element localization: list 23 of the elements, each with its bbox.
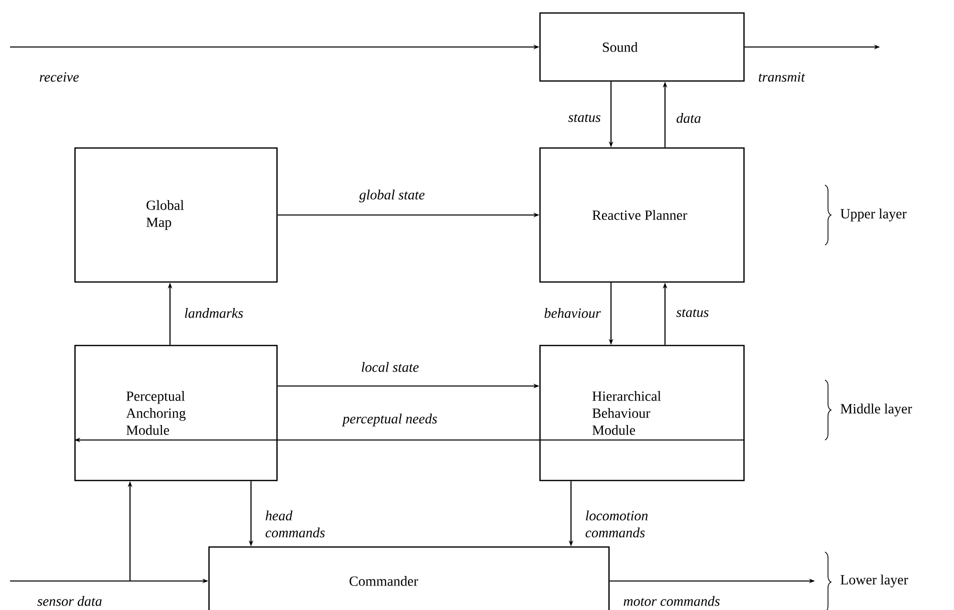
edge-label: receive — [40, 72, 79, 82]
process-box: Perceptual Anchoring Module — [74, 344, 278, 482]
edge-label: transmit — [758, 72, 806, 82]
process-box: Reactive Planner — [539, 147, 745, 283]
layer-label: Lower layer — [840, 574, 908, 588]
edge-label: status — [676, 308, 708, 317]
edge-label: motor commands — [624, 596, 720, 606]
edge-label: data — [676, 113, 701, 123]
edge-label: sensor data — [37, 596, 102, 606]
edge-label: locomotion commands — [586, 510, 648, 538]
edge-label: global state — [359, 190, 425, 202]
process-box: Global Map — [74, 147, 278, 283]
process-box: Hierarchical Behaviour Module — [539, 344, 745, 482]
process-box: Commander — [208, 546, 610, 610]
edge-label: status — [568, 114, 600, 122]
edge-label: behaviour — [544, 308, 601, 318]
process-box: Sound — [539, 12, 745, 82]
layer-label: Upper layer — [840, 208, 907, 222]
edge-label: landmarks — [184, 308, 243, 318]
edge-label: local state — [362, 362, 419, 372]
edge-label: perceptual needs — [342, 414, 437, 426]
edge-label: head commands — [266, 510, 325, 538]
layer-label: Middle layer — [840, 404, 912, 416]
